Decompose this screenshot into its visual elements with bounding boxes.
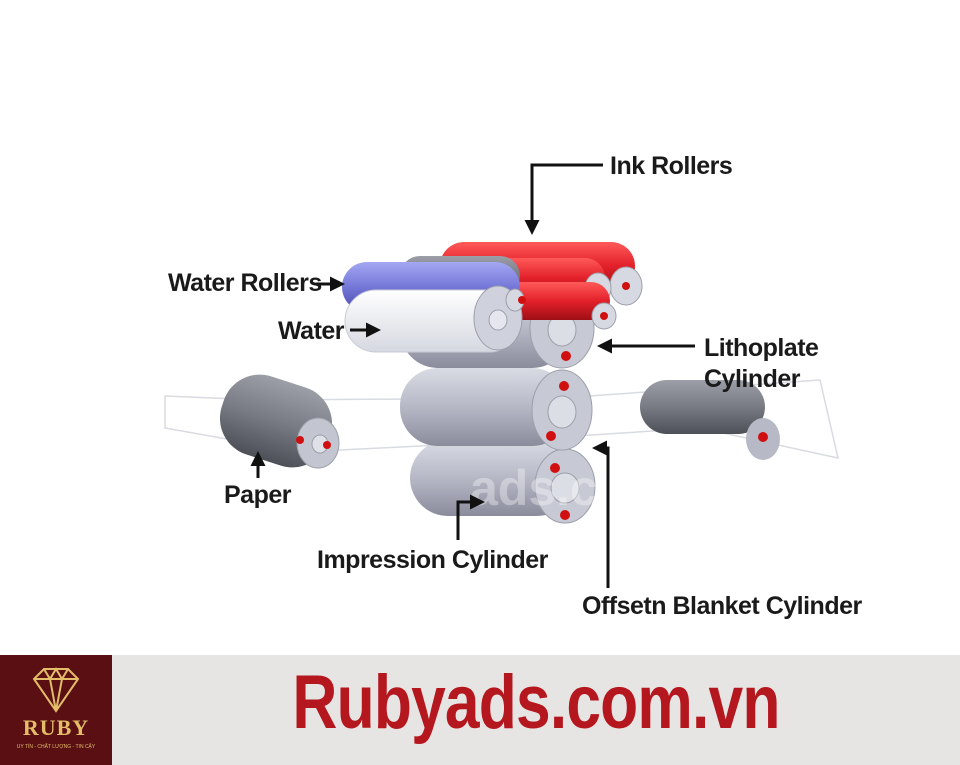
label-paper: Paper [224,481,292,509]
logo-tagline: UY TÍN - CHẤT LƯỢNG - TIN CẬY [16,744,96,750]
axle-dot [758,432,768,442]
axle-dot [550,463,560,473]
axle-dot [600,312,608,320]
axle-dot [546,431,556,441]
axle-dot [622,282,630,290]
axle-dot [559,381,569,391]
axle-dot [561,351,571,361]
axle-dot [323,441,331,449]
label-water: Water [278,317,345,345]
water-rollers [342,262,526,353]
impression-cylinder-arrow [456,494,485,540]
offset-printing-diagram: ads.c Ink Rollers Water Rollers Water Li… [164,152,863,620]
logo-text: RUBY [22,715,90,740]
axle-dot [518,296,526,304]
brand-footer: RUBY UY TÍN - CHẤT LƯỢNG - TIN CẬY Rubya… [0,655,960,765]
ruby-logo[interactable]: RUBY UY TÍN - CHẤT LƯỢNG - TIN CẬY [0,655,112,765]
axle-dot [296,436,304,444]
label-lithoplate-cylinder: Cylinder [704,365,801,393]
site-name[interactable]: Rubyads.com.vn [292,660,780,745]
offset-blanket-arrow [592,440,610,588]
watermark: ads.c [470,460,598,516]
label-impression-cylinder: Impression Cylinder [317,546,549,574]
left-paper-roller [219,374,340,469]
label-lithoplate: Lithoplate [704,334,819,362]
label-ink-rollers: Ink Rollers [610,152,732,180]
axle-dot [560,510,570,520]
right-paper-roller [640,380,780,460]
offset-blanket-cylinder [400,368,593,451]
label-water-rollers: Water Rollers [168,269,322,297]
diamond-icon [32,667,80,713]
ink-rollers-arrow [524,163,603,235]
label-offset-blanket-cylinder: Offsetn Blanket Cylinder [582,592,862,620]
